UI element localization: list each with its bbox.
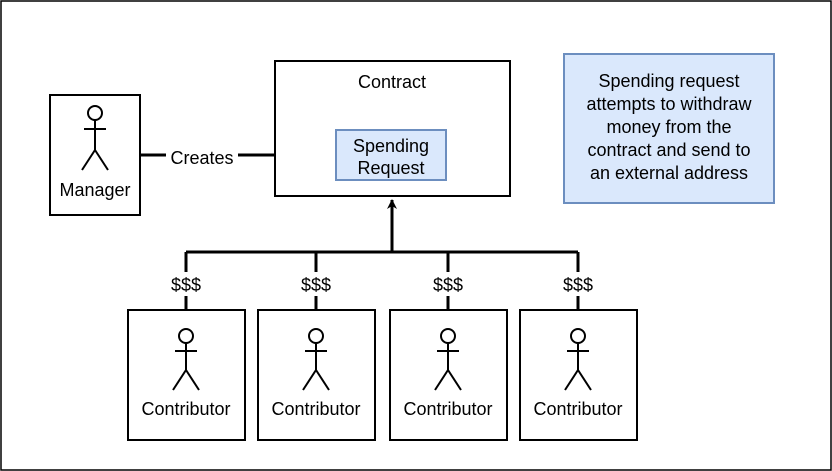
note-line-4: contract and send to: [587, 140, 750, 160]
stick-figure-icon: [564, 328, 592, 391]
contributor-node-4[interactable]: Contributor: [519, 309, 638, 441]
money-label-1: $$$: [171, 275, 201, 295]
contract-title: Contract: [358, 72, 426, 92]
note-line-1: Spending request: [598, 71, 739, 91]
contributor-node-1[interactable]: Contributor: [127, 309, 246, 441]
note-line-3: money from the: [606, 117, 731, 137]
stick-figure-icon: [81, 105, 109, 171]
note-line-5: an external address: [590, 163, 748, 183]
money-label-3: $$$: [433, 275, 463, 295]
spending-request-line1: Spending: [353, 136, 429, 156]
spending-request-node[interactable]: Spending Request: [335, 129, 447, 181]
contributor-label-4: Contributor: [533, 399, 622, 419]
manager-label: Manager: [59, 180, 130, 200]
funding-bus: [184, 199, 580, 310]
money-label-4: $$$: [563, 275, 593, 295]
contributor-label-3: Contributor: [403, 399, 492, 419]
manager-node[interactable]: Manager: [49, 94, 141, 216]
money-label-2: $$$: [301, 275, 331, 295]
creates-label: Creates: [170, 148, 233, 168]
note-line-2: attempts to withdraw: [586, 94, 752, 114]
stick-figure-icon: [434, 328, 462, 391]
contributor-label-1: Contributor: [141, 399, 230, 419]
contributor-node-3[interactable]: Contributor: [389, 309, 508, 441]
note-box: Spending request attempts to withdraw mo…: [563, 53, 775, 204]
stick-figure-icon: [302, 328, 330, 391]
spending-request-line2: Request: [357, 158, 424, 178]
contributor-node-2[interactable]: Contributor: [257, 309, 376, 441]
contributor-label-2: Contributor: [271, 399, 360, 419]
stick-figure-icon: [172, 328, 200, 391]
